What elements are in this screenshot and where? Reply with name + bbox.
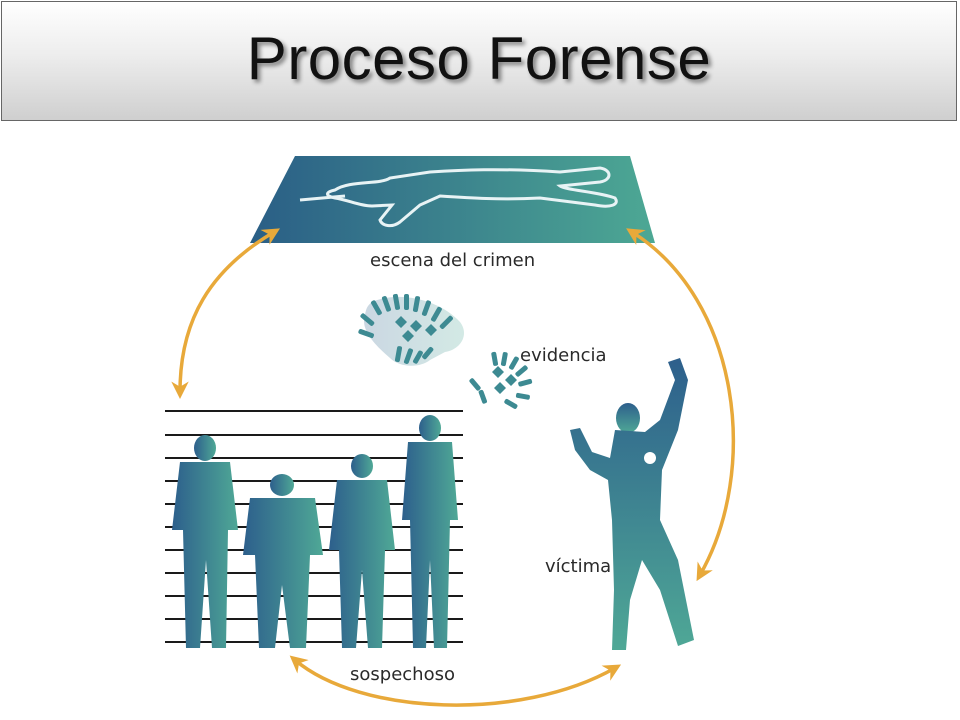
cycle-arrows: [171, 228, 736, 707]
suspect-figure-2: [243, 474, 323, 648]
slide-title: Proceso Forense: [246, 24, 712, 92]
label-victim: víctima: [545, 556, 612, 577]
arrow-scene-to-victim: [626, 228, 736, 582]
crime-scene-image: [250, 156, 655, 243]
victim-figure: [570, 358, 694, 650]
suspect-figure-1: [172, 435, 238, 648]
label-evidence: evidencia: [520, 345, 607, 366]
suspect-figure-3: [329, 454, 395, 648]
suspect-figures: [172, 415, 458, 648]
label-suspect: sospechoso: [350, 664, 455, 685]
label-crime-scene: escena del crimen: [370, 250, 536, 271]
footprint-icon: [358, 293, 533, 409]
title-bar: Proceso Forense: [1, 1, 957, 121]
arrow-scene-to-suspect: [171, 228, 281, 399]
arrow-suspect-to-victim: [289, 655, 622, 707]
suspect-figure-4: [402, 415, 458, 648]
